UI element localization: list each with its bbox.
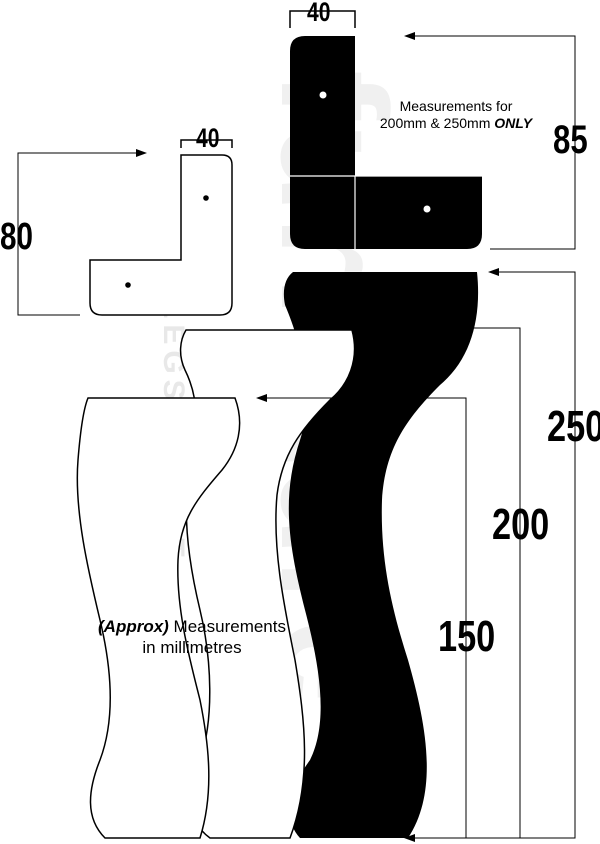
leg-150mm: [76, 397, 241, 839]
leg-height-200-label: 200: [492, 500, 550, 549]
screw-hole: [319, 91, 327, 99]
corner-bracket-large: [289, 10, 576, 250]
corner-bracket-small: [17, 139, 233, 316]
width-dimension-bracket: [180, 139, 233, 148]
leg-note-line2: in millimetres: [142, 638, 242, 657]
corner-bracket-small-shape: [89, 154, 233, 316]
height-dimension-line: [17, 152, 140, 316]
width-dimension-bracket: [289, 10, 356, 28]
leg-250mm: [283, 272, 479, 838]
dimension-line-200: [382, 327, 521, 838]
arrowhead: [136, 149, 147, 157]
leg-height-150-label: 150: [438, 612, 496, 661]
leg-height-dimensions: [266, 271, 576, 839]
leg-measurement-note: (Approx) Measurements in millimetres: [84, 616, 300, 658]
dimension-line-150: [266, 397, 467, 838]
dimension-line-250: [412, 271, 576, 839]
screw-hole: [203, 195, 209, 201]
arrowhead: [404, 32, 415, 40]
arrowhead: [404, 834, 415, 842]
corner-bracket-large-shape: [290, 36, 482, 249]
leg-note-line1: (Approx) Measurements: [98, 617, 286, 636]
bracket-measurement-note: Measurements for 200mm & 250mm ONLY: [366, 98, 546, 132]
arrowhead: [373, 324, 384, 332]
small-bracket-height-label: 80: [0, 216, 33, 258]
bracket-note-line2: 200mm & 250mm ONLY: [379, 115, 533, 131]
small-bracket-width-label: 40: [196, 123, 220, 153]
screw-hole: [423, 205, 431, 213]
arrowhead: [256, 394, 267, 402]
bracket-note-line1: Measurements for: [399, 98, 513, 114]
large-bracket-width-label: 40: [307, 0, 331, 27]
large-bracket-height-label: 85: [553, 118, 588, 162]
screw-hole: [125, 282, 131, 288]
leg-height-250-label: 250: [547, 402, 600, 451]
arrowhead: [488, 268, 499, 276]
height-dimension-line: [412, 35, 576, 250]
